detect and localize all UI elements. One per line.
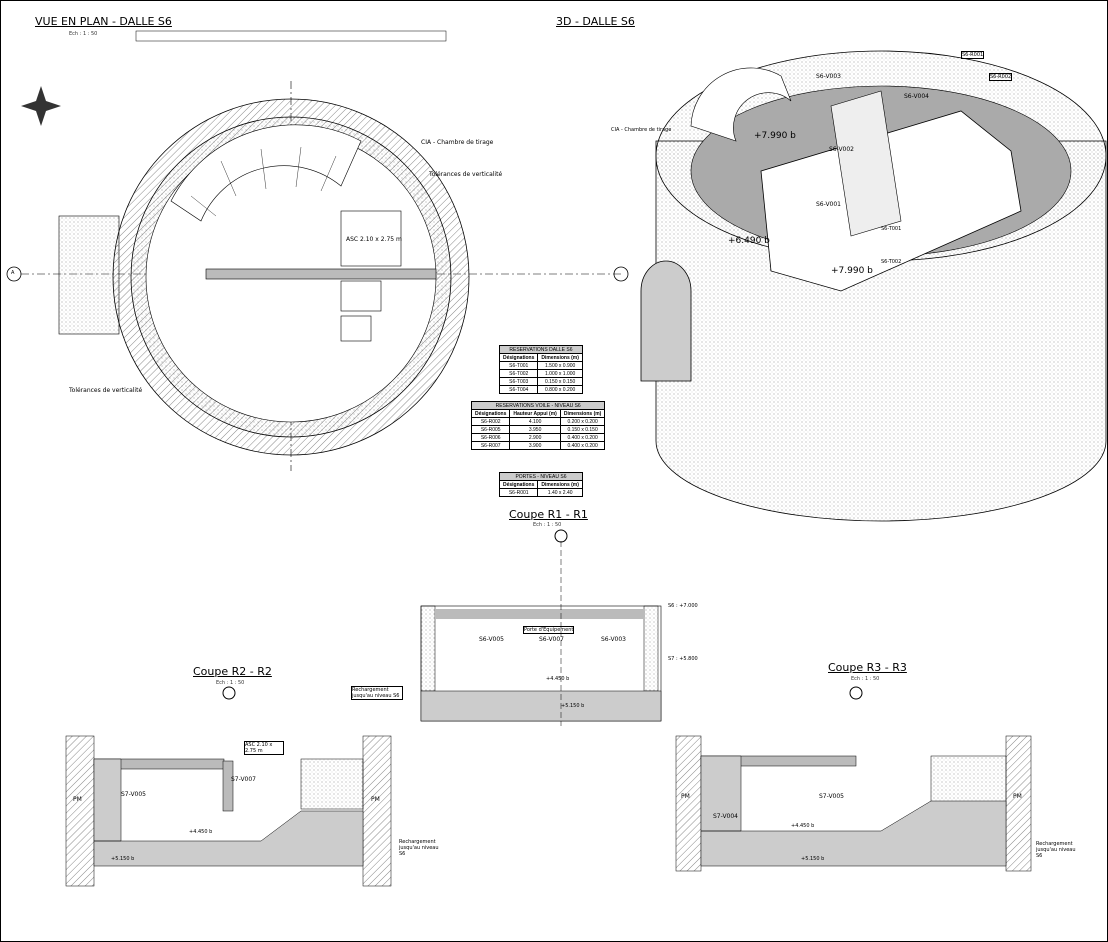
label-cia-3d: CIA - Chambre de tirage [611,127,672,133]
section-r2-title: Coupe R2 - R2 [193,665,272,678]
label: S6-V003 [601,636,626,643]
table-caption: RESERVATIONS DALLE S6 [499,345,583,354]
label-s6-v001: S6-V001 [816,201,841,208]
label: PM [73,796,82,803]
tolerance-label: Tolérances de verticalité [429,171,503,178]
asc-label: ASC 2.10 x 2.75 m [346,236,402,243]
col-header: Désignations [470,409,511,418]
col-header: Dimensions (m) [559,409,606,418]
plan-title: VUE EN PLAN - DALLE S6 [35,15,172,28]
section-r1-scale: Ech : 1 : 50 [533,522,562,528]
label: PM [371,796,380,803]
section-r3 [675,686,1032,872]
col-header: Désignations [498,480,539,489]
section-r1 [420,529,662,726]
table-reservations-voile: RESERVATIONS VOILE - NIVEAU S6 Désignati… [470,401,606,450]
label-s6-r002: S6-R002 [989,73,1013,81]
col-header: Hauteur Appui (m) [509,409,561,418]
section-r3-scale: Ech : 1 : 50 [851,676,880,682]
label-s6-v003: S6-V003 [816,73,841,80]
plan-scale: Ech : 1 : 50 [69,31,98,37]
col-header: Désignations [498,353,539,362]
plan-view [6,30,629,471]
label: S7 : +5.800 [668,656,698,662]
label: PM [681,793,690,800]
label: S6 : +7.000 [668,603,698,609]
label: S6-V007 [539,636,564,643]
label: S7-V005 [819,793,844,800]
label: Rechargement jusqu'au niveau S6 [351,686,403,700]
label-s6-v004: S6-V004 [904,93,929,100]
section-r1-title: Coupe R1 - R1 [509,508,588,521]
label: +5.150 b [801,856,825,862]
label: Rechargement jusqu'au niveau S6 [399,839,439,857]
3d-view [640,50,1107,522]
label: +5.150 b [111,856,135,862]
col-header: Dimensions (m) [537,480,583,489]
label-s6-r001: S6-R001 [961,51,985,59]
col-header: Dimensions (m) [537,353,583,362]
section-r2 [65,686,392,887]
label-s6-t002: S6-T002 [881,259,902,265]
label: Porte d'Equipement [523,626,575,634]
label-s6-v002: S6-V002 [829,146,854,153]
label: S7-V007 [231,776,256,783]
label-level-6490: +6.490 b [728,236,770,246]
label: +4.450 b [546,676,570,682]
label: S6-V005 [479,636,504,643]
cia-label: CIA - Chambre de tirage [421,139,494,146]
table-caption: RESERVATIONS VOILE - NIVEAU S6 [470,401,606,410]
label: S7-V004 [713,813,738,820]
label: ASC 2.10 x 2.75 m [244,741,284,755]
label: Rechargement jusqu'au niveau S6 [1036,841,1076,859]
label: PM [1013,793,1022,800]
label: +5.150 b [561,703,585,709]
3d-title: 3D - DALLE S6 [556,15,635,28]
section-r3-title: Coupe R3 - R3 [828,661,907,674]
table-caption: PORTES - NIVEAU S6 [499,472,583,481]
axis-a-label: A [11,270,15,276]
label-level-7990-b: +7.990 b [831,266,873,276]
label: +4.450 b [189,829,213,835]
tolerance-label-2: Tolérances de verticalité [69,387,143,394]
label: +4.450 b [791,823,815,829]
label-level-7990: +7.990 b [754,131,796,141]
label-s6-t001: S6-T001 [881,226,902,232]
label: S7-V005 [121,791,146,798]
section-r2-scale: Ech : 1 : 50 [216,680,245,686]
